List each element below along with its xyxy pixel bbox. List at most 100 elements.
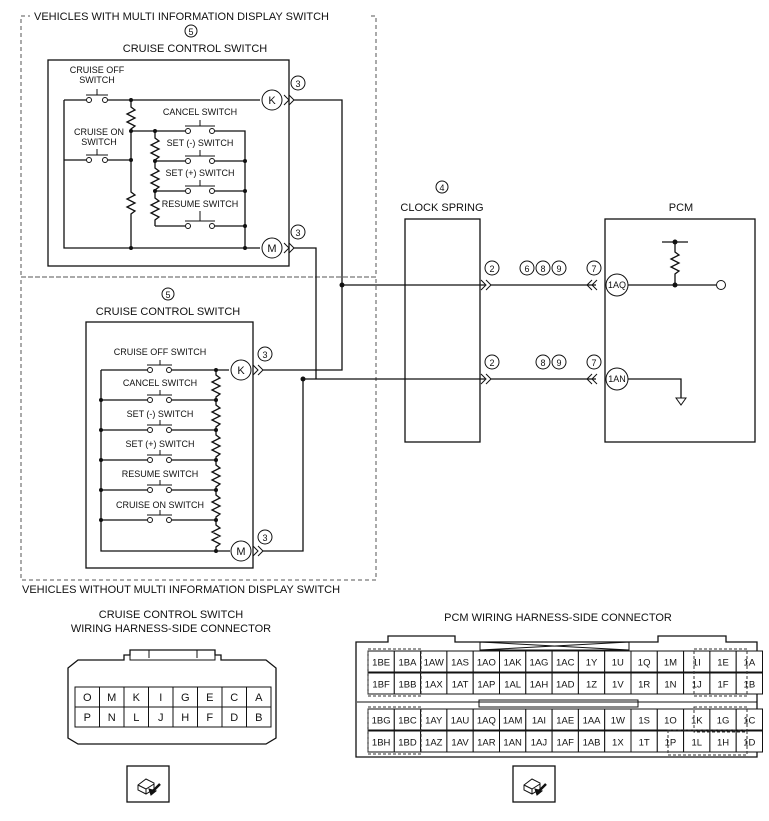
pcm-pin-1bf: 1BF (372, 680, 390, 691)
pcm-pin-1au: 1AU (451, 716, 470, 727)
bottom-terminal-m (230, 540, 252, 562)
pcm-pin-1ac: 1AC (556, 658, 575, 669)
pcm-pin-1ai: 1AI (532, 716, 546, 727)
top-set-minus-label: SET (-) SWITCH (167, 138, 234, 148)
pcm-pin-1az: 1AZ (425, 738, 443, 749)
bottom-terminal-m-label: M (236, 546, 245, 558)
pcm-pin-1ap: 1AP (477, 680, 495, 691)
pcm-pin-group-1 (693, 648, 748, 697)
pcm-pin-1aq-label: 1AQ (608, 280, 626, 290)
pcm-pin-1g: 1G (717, 716, 730, 727)
pcm-pin-group-3 (693, 706, 748, 733)
ref-5-top: 5 (188, 27, 193, 37)
ccs-pin-k: K (133, 692, 141, 704)
pcm-module: PCM 1AQ 1AN (604, 202, 756, 443)
top-cancel-label: CANCEL SWITCH (163, 107, 237, 117)
ref-2-lower: 2 (489, 358, 494, 368)
pcm-pin-1af: 1AF (557, 738, 575, 749)
pcm-pin-1u: 1U (612, 658, 624, 669)
pcm-pin-1n: 1N (664, 680, 676, 691)
ccs-pin-e: E (206, 692, 213, 704)
pcm-pin-1t: 1T (639, 738, 650, 749)
pcm-pin-1ae: 1AE (556, 716, 574, 727)
ccs-pin-a: A (255, 692, 263, 704)
ccs-pin-f: F (206, 712, 213, 724)
ref-6: 6 (524, 264, 529, 274)
ref-9-lower: 9 (556, 358, 561, 368)
top-switch-box (47, 59, 290, 267)
pcm-pin-1r: 1R (638, 680, 650, 691)
top-cruise-off-label-2: SWITCH (79, 75, 115, 85)
pcm-pin-1k: 1K (691, 716, 703, 727)
ref-2-upper: 2 (489, 264, 494, 274)
pcm-pin-1v: 1V (612, 680, 624, 691)
pcm-pin-1d: 1D (743, 738, 755, 749)
bottom-set-plus-label: SET (+) SWITCH (125, 439, 194, 449)
ccs-pin-i: I (159, 692, 162, 704)
pcm-pin-1ax: 1AX (425, 680, 444, 691)
pcm-pin-1aw: 1AW (424, 658, 444, 669)
pcm-pin-1i: 1I (693, 658, 701, 669)
pcm-pin-1s: 1S (638, 716, 650, 727)
top-switch-title: CRUISE CONTROL SWITCH (123, 43, 267, 55)
pcm-pin-1y: 1Y (586, 658, 598, 669)
bottom-terminal-k (230, 359, 252, 381)
pcm-pin-1f: 1F (718, 680, 729, 691)
pcm-pin-1c-cell (735, 708, 764, 731)
pcm-pin-1an: 1AN (503, 738, 522, 749)
pcm-pin-1e: 1E (717, 658, 729, 669)
pcm-pin-1p: 1P (665, 738, 677, 749)
pcm-pin-1b: 1B (744, 680, 756, 691)
bottom-cancel-label: CANCEL SWITCH (123, 378, 197, 388)
bottom-switch-title: CRUISE CONTROL SWITCH (96, 306, 240, 318)
ref-3-bottom-k: 3 (262, 350, 267, 360)
top-cruise-control-switch: 5 CRUISE CONTROL SWITCH CRUISE OFF SWITC… (47, 24, 306, 267)
top-resume-label: RESUME SWITCH (162, 199, 239, 209)
top-set-plus-label: SET (+) SWITCH (165, 168, 234, 178)
pcm-pin-1a: 1A (744, 658, 756, 669)
pcm-pin-1q: 1Q (638, 658, 651, 669)
ccs-pin-c: C (230, 692, 238, 704)
bottom-cruise-control-switch: 5 CRUISE CONTROL SWITCH CRUISE OFF SWITC… (85, 287, 273, 569)
pcm-pin-1ar: 1AR (477, 738, 496, 749)
pcm-pin-1bc: 1BC (398, 716, 417, 727)
top-terminal-k-label: K (268, 95, 276, 107)
pcm-label: PCM (669, 202, 693, 214)
ccs-view-indicator (126, 765, 170, 803)
ccs-pin-b-cell (246, 706, 272, 728)
top-terminal-m-label: M (267, 243, 276, 255)
pcm-pin-1bh: 1BH (372, 738, 391, 749)
pcm-pin-group-0 (367, 648, 422, 697)
pcm-pin-1aj: 1AJ (531, 738, 548, 749)
ccs-pin-h: H (181, 712, 189, 724)
pcm-pin-1d-cell (735, 730, 764, 753)
pcm-pin-1ba: 1BA (398, 658, 417, 669)
top-cruise-off-label-1: CRUISE OFF (70, 65, 125, 75)
ref-9-upper: 9 (556, 264, 561, 274)
clock-spring-label: CLOCK SPRING (400, 202, 483, 214)
ccs-pin-g: G (181, 692, 190, 704)
pcm-pin-1a-cell (735, 650, 764, 673)
pcm-connector-title: PCM WIRING HARNESS-SIDE CONNECTOR (444, 612, 672, 624)
ref-5-bottom: 5 (165, 290, 170, 300)
pcm-pin-1ao: 1AO (477, 658, 496, 669)
pcm-pin-1as: 1AS (451, 658, 469, 669)
pcm-pin-1ag: 1AG (529, 658, 548, 669)
ccs-pin-b: B (255, 712, 262, 724)
pcm-pin-1j: 1J (692, 680, 702, 691)
top-terminal-m (261, 237, 283, 259)
bottom-set-minus-label: SET (-) SWITCH (127, 409, 194, 419)
ccs-pin-d: D (230, 712, 238, 724)
ccs-connector-title-2: WIRING HARNESS-SIDE CONNECTOR (71, 623, 271, 635)
region-without-mid-label: VEHICLES WITHOUT MULTI INFORMATION DISPL… (22, 584, 340, 596)
pcm-pin-1am: 1AM (503, 716, 523, 727)
pcm-pin-1be: 1BE (372, 658, 390, 669)
pcm-pin-1h: 1H (717, 738, 729, 749)
top-cruise-on-label-2: SWITCH (81, 137, 117, 147)
pcm-connector: PCM WIRING HARNESS-SIDE CONNECTOR 1BE 1BA… (355, 612, 764, 803)
pcm-pin-1x: 1X (612, 738, 624, 749)
bottom-resume-label: RESUME SWITCH (122, 469, 199, 479)
pcm-pin-1al: 1AL (504, 680, 521, 691)
ccs-connector-title-1: CRUISE CONTROL SWITCH (99, 609, 243, 621)
